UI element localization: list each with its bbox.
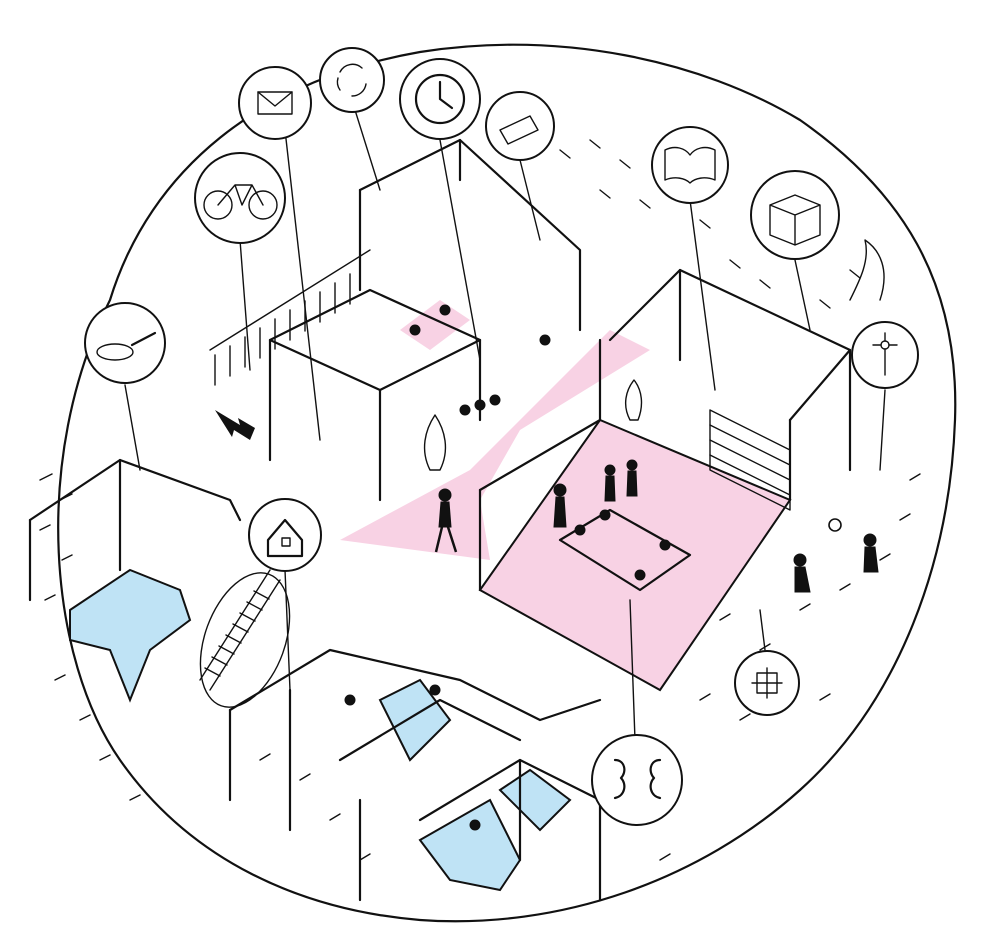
bike-shed-railing: [209, 249, 371, 386]
book-icon: [651, 126, 729, 204]
person-standing: [553, 483, 567, 528]
person-group: [604, 459, 638, 502]
people-seated-corridor: [459, 394, 501, 416]
shared-corridor-floor: [340, 330, 650, 560]
ticket-icon: [485, 91, 555, 161]
house-icon: [248, 498, 322, 572]
people-at-table: [574, 509, 671, 581]
conversation-faces-icon: [591, 734, 683, 826]
flower-icon: [851, 321, 919, 389]
people: [344, 304, 879, 831]
gear-icon: [734, 650, 800, 716]
parcel-box-icon: [750, 170, 840, 260]
child-playing: [793, 518, 879, 593]
private-apartment-floor-middle: [378, 678, 452, 762]
person-bedroom: [344, 684, 481, 831]
frying-pan-icon: [84, 302, 166, 384]
ground-hatching: [39, 139, 921, 861]
private-apartment-floor-bottom: [418, 798, 522, 892]
entrance-arrow: [215, 410, 255, 440]
clock-icon: [399, 58, 481, 140]
private-apartment-floor-left: [69, 568, 192, 703]
dining-table: [558, 508, 692, 592]
person-walking: [434, 488, 458, 553]
recycle-icon: [319, 47, 385, 113]
building-walls: [28, 138, 852, 902]
plants: [423, 239, 885, 471]
circular-frame: [57, 43, 957, 923]
icon-leader-lines: [124, 109, 886, 741]
bookshelf: [709, 409, 791, 511]
mail-envelope-icon: [238, 66, 312, 140]
upper-room-floor: [400, 300, 470, 350]
staircase: [199, 569, 291, 708]
person-upstairs: [409, 304, 551, 346]
bicycle-icon: [194, 152, 286, 244]
